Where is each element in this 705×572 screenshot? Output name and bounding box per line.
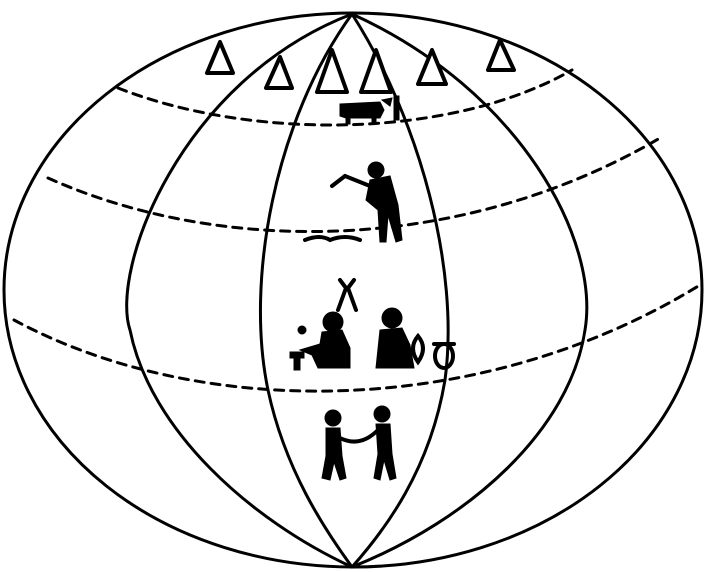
potter-with-vessels-icon [376, 308, 454, 368]
meridian-right-inner [352, 14, 448, 567]
two-people-trading-icon [322, 406, 396, 480]
metalworker-icon [290, 312, 350, 370]
parallel-2 [48, 138, 660, 232]
cattle-herding-icon [340, 96, 399, 124]
tent-icon [207, 40, 514, 92]
parallel-3 [14, 285, 700, 391]
smith-tongs-icon [338, 280, 356, 310]
meridian-right-outer [352, 14, 587, 567]
globe-outline [4, 13, 702, 567]
meridian-left-inner [260, 14, 352, 567]
meridian-left-outer [127, 14, 352, 567]
